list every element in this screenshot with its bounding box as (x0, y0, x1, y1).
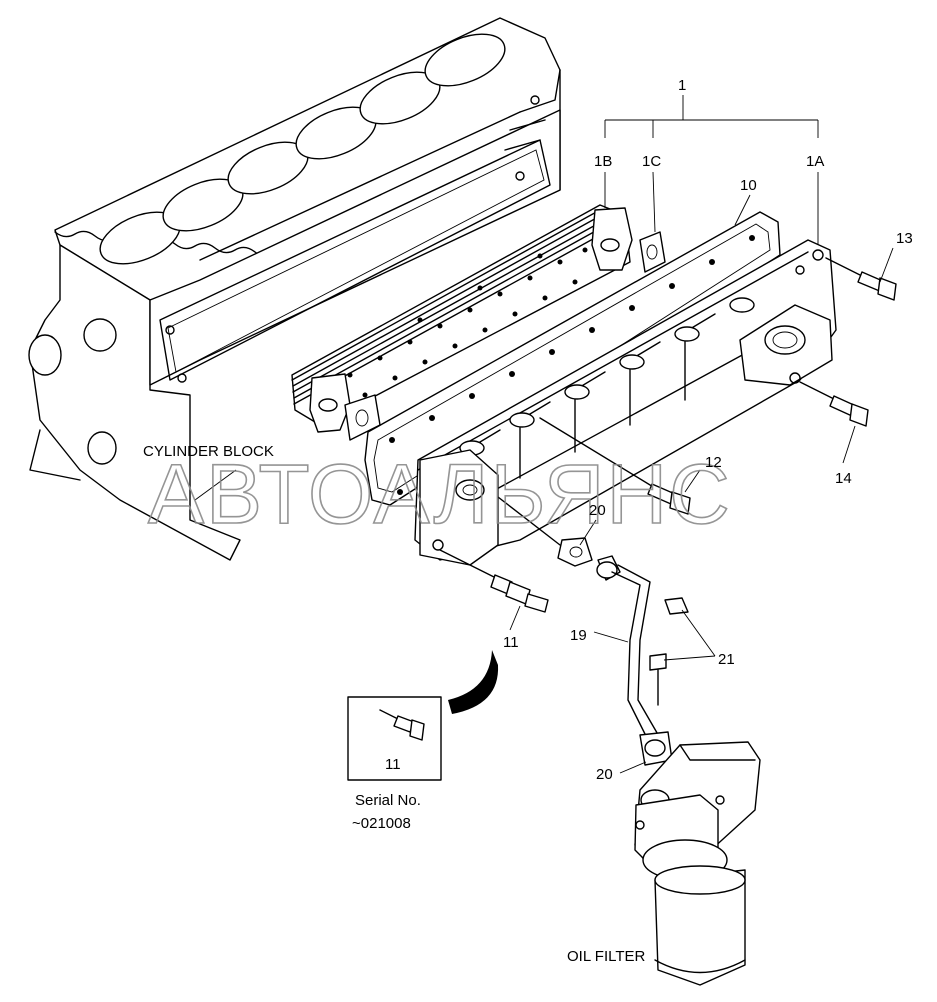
label-part-1: 1 (678, 77, 686, 94)
stud-bolt-11 (439, 549, 549, 613)
label-oil-filter: OIL FILTER (567, 948, 646, 965)
bolt-21-upper (664, 597, 689, 615)
arrow-to-inset (448, 650, 499, 714)
label-serial-line1: Serial No. (355, 792, 421, 809)
bolt-12 (539, 417, 691, 515)
label-part-11-main: 11 (503, 634, 519, 651)
label-part-10: 10 (740, 177, 757, 194)
bolt-14 (799, 381, 869, 427)
serial-inset-box (347, 696, 442, 781)
oil-cooler-core (291, 204, 633, 433)
bolt-21-lower (649, 653, 667, 706)
label-part-19: 19 (570, 627, 587, 644)
oil-cooler-cover (414, 239, 837, 566)
label-part-1b: 1B (594, 153, 612, 170)
label-serial-line2: ~021008 (352, 815, 411, 832)
label-part-11-inset: 11 (385, 756, 401, 773)
watermark-text: АВТОАЛЬЯНС (148, 447, 732, 541)
label-part-1c: 1C (642, 153, 661, 170)
label-part-12: 12 (705, 454, 722, 471)
gasket-small (344, 231, 666, 441)
label-part-14: 14 (835, 470, 852, 487)
label-part-13: 13 (896, 230, 913, 247)
label-part-1a: 1A (806, 153, 824, 170)
oil-pipe-19 (596, 555, 673, 766)
label-cylinder-block: CYLINDER BLOCK (143, 443, 274, 460)
cylinder-block (28, 17, 561, 561)
label-part-20-lower: 20 (596, 766, 613, 783)
label-part-21: 21 (718, 651, 735, 668)
label-part-20-upper: 20 (589, 502, 606, 519)
oil-filter-assembly (634, 741, 761, 986)
bolt-13 (825, 257, 897, 301)
gasket-20-upper (497, 496, 593, 567)
leader-lines (194, 95, 894, 774)
